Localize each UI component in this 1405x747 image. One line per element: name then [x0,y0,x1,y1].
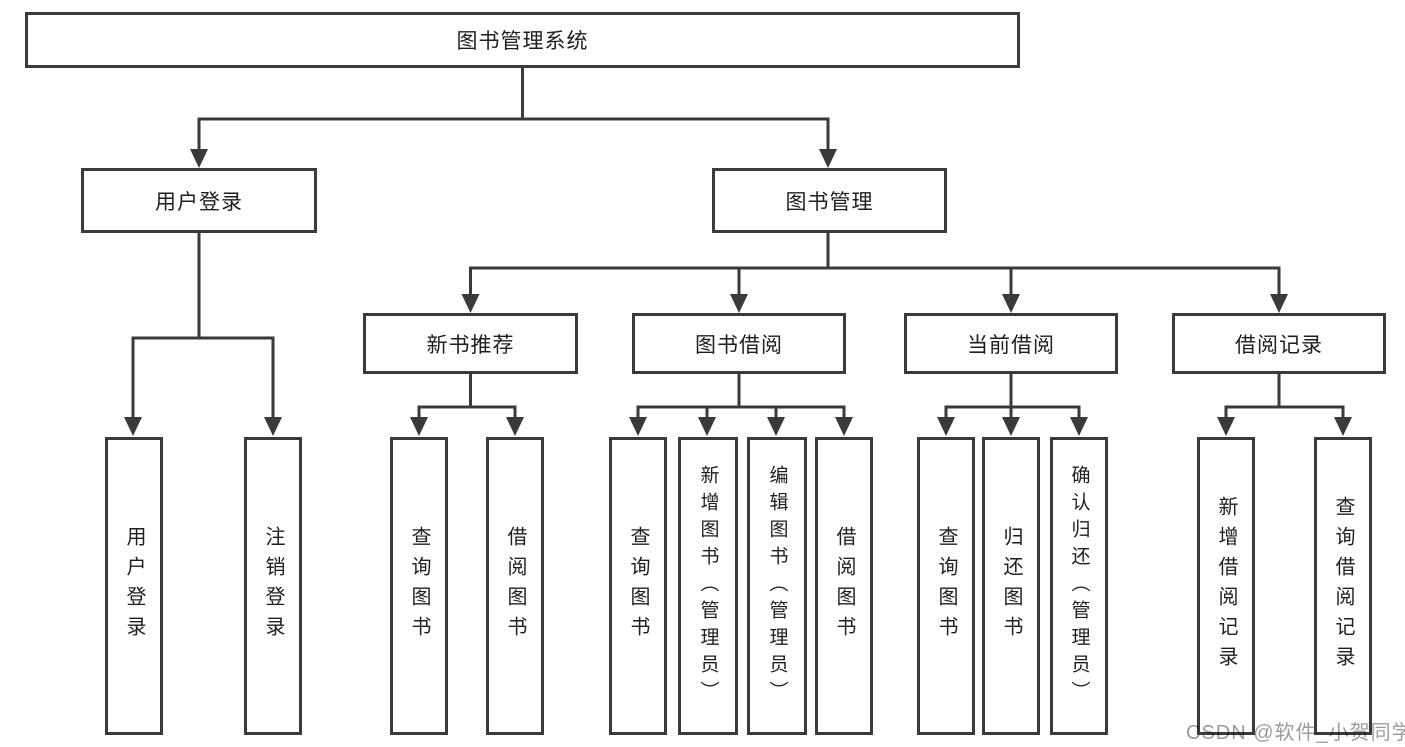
leaf-bb-borrow-book-label: 借阅图书 [833,526,855,646]
connector-book-borrowing-children [629,373,853,436]
leaf-bb-add-book-label: 新增图书（管理员） [697,464,719,708]
leaf-br-add-record: 新增借阅记录 [1197,437,1255,735]
leaf-cb-return-book: 归还图书 [982,437,1040,735]
node-book-management: 图书管理 [712,168,947,233]
leaf-nb-query-book: 查询图书 [390,437,448,735]
node-borrowing-records: 借阅记录 [1172,313,1386,374]
node-new-book-recommendation: 新书推荐 [363,313,578,374]
connector-book-management-to-level3 [461,232,1288,313]
node-user-login-label: 用户登录 [155,190,243,214]
leaf-user-login: 用户登录 [105,437,163,735]
node-user-login: 用户登录 [81,168,317,233]
node-book-management-label: 图书管理 [785,190,874,214]
node-book-borrowing-label: 图书借阅 [695,333,783,357]
leaf-nb-borrow-book-label: 借阅图书 [504,526,526,646]
leaf-cb-confirm-return-label: 确认归还（管理员） [1068,464,1090,708]
leaf-cb-query-book: 查询图书 [917,437,975,735]
connector-new-book-recommendation-children [410,373,524,436]
connector-borrowing-records-children [1217,373,1352,436]
leaf-cb-confirm-return: 确认归还（管理员） [1050,437,1108,735]
leaf-logout: 注销登录 [244,437,302,735]
leaf-bb-borrow-book: 借阅图书 [815,437,873,735]
leaf-bb-query-book-label: 查询图书 [627,526,649,646]
leaf-logout-label: 注销登录 [262,526,284,646]
node-current-borrowing-label: 当前借阅 [967,333,1055,357]
node-current-borrowing: 当前借阅 [904,313,1118,374]
node-new-book-recommendation-label: 新书推荐 [426,333,515,357]
leaf-cb-query-book-label: 查询图书 [935,526,957,646]
node-book-borrowing: 图书借阅 [632,313,846,374]
leaf-bb-add-book: 新增图书（管理员） [678,437,738,735]
leaf-nb-query-book-label: 查询图书 [408,526,430,646]
node-root-system: 图书管理系统 [25,12,1020,68]
leaf-bb-edit-book-label: 编辑图书（管理员） [766,464,788,708]
connector-current-borrowing-children [937,373,1088,436]
leaf-nb-borrow-book: 借阅图书 [486,437,544,735]
node-borrowing-records-label: 借阅记录 [1235,333,1323,357]
leaf-br-add-record-label: 新增借阅记录 [1215,496,1237,676]
connector-user-login-children [124,232,282,436]
csdn-watermark: CSDN @软件_小贺同学 [1186,722,1405,744]
leaf-br-query-record: 查询借阅记录 [1314,437,1372,735]
node-root-system-label: 图书管理系统 [456,30,589,53]
leaf-bb-query-book: 查询图书 [609,437,667,735]
leaf-user-login-label: 用户登录 [123,526,145,646]
leaf-bb-edit-book: 编辑图书（管理员） [747,437,807,735]
connector-root-to-level2 [190,67,837,168]
leaf-br-query-record-label: 查询借阅记录 [1332,496,1354,676]
leaf-cb-return-book-label: 归还图书 [1000,526,1022,646]
